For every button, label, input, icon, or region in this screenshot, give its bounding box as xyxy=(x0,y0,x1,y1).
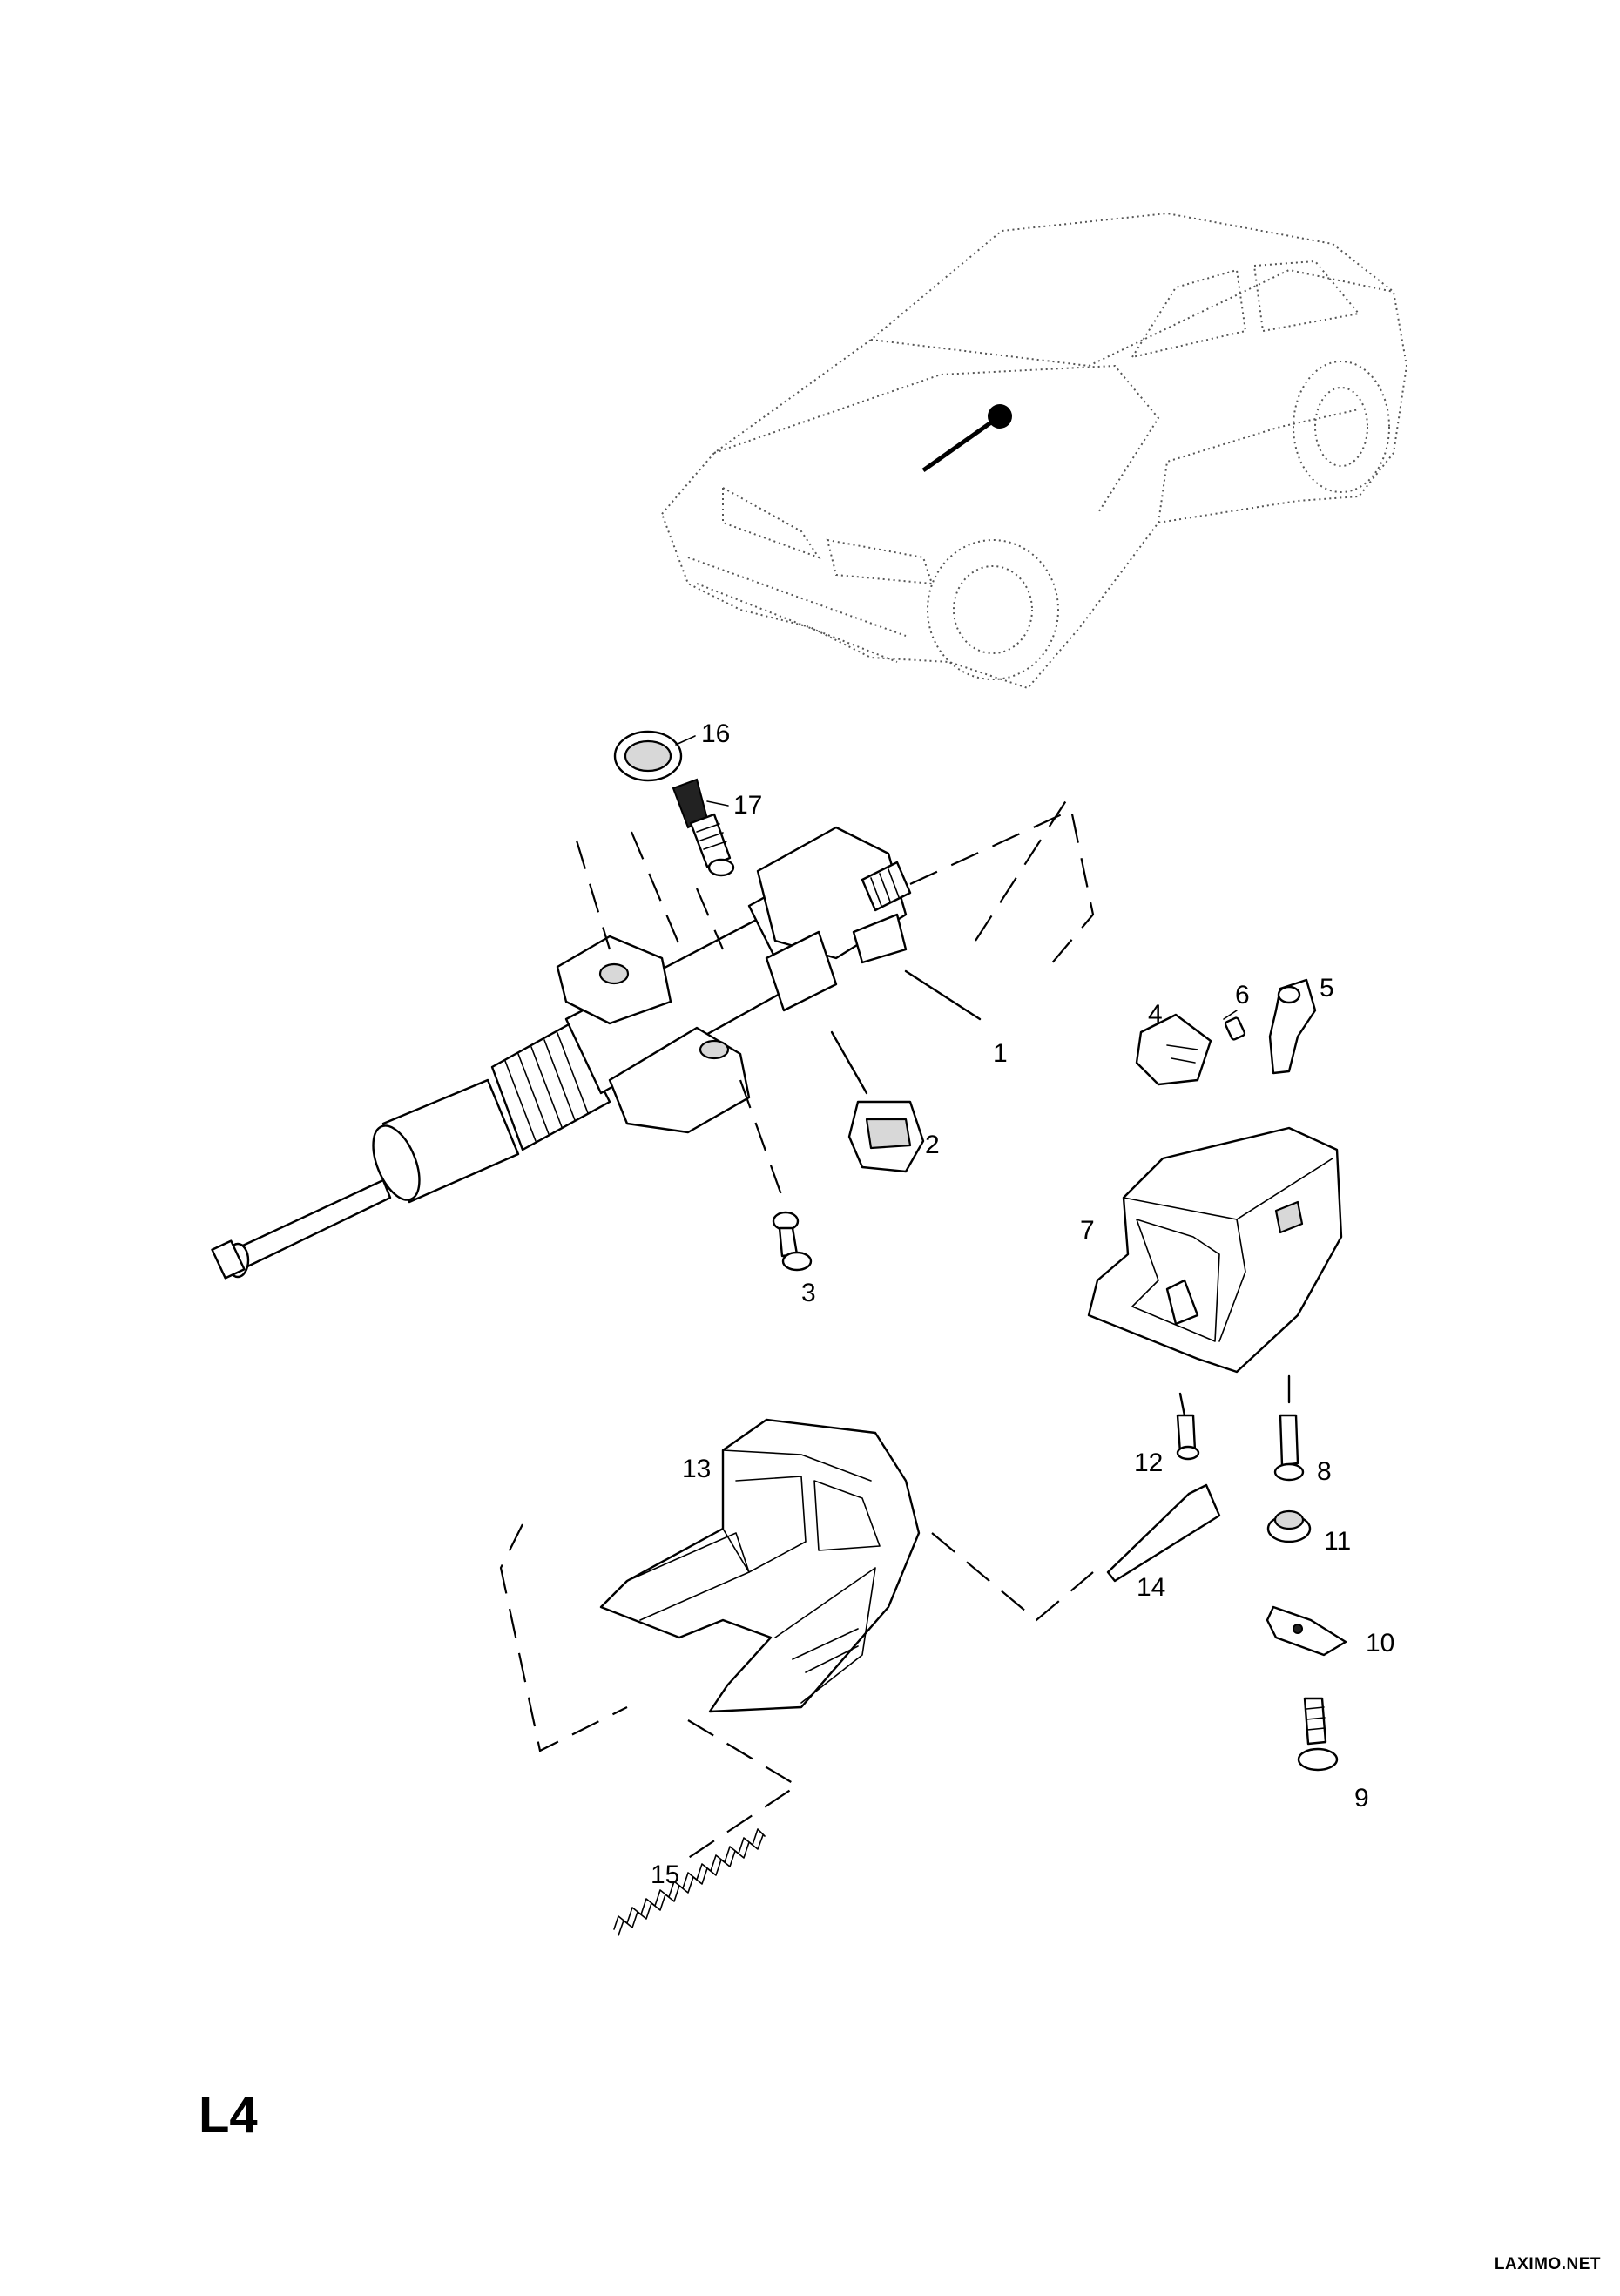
part-15-spring xyxy=(613,1828,766,1936)
part-14-pin xyxy=(1106,1483,1221,1583)
part-8-screw xyxy=(1273,1374,1305,1482)
callout-3[interactable]: 3 xyxy=(801,1279,816,1307)
callout-4[interactable]: 4 xyxy=(1148,1000,1163,1029)
page-code: L4 xyxy=(199,2087,258,2144)
callout-6[interactable]: 6 xyxy=(1235,981,1250,1010)
callout-2[interactable]: 2 xyxy=(925,1131,940,1159)
watermark: LAXIMO.NET xyxy=(1494,2255,1601,2273)
part-12-screw xyxy=(1176,1392,1200,1461)
vehicle-locator-illustration xyxy=(660,212,1408,690)
part-11-grommet xyxy=(1266,1509,1312,1543)
callout-5[interactable]: 5 xyxy=(1320,974,1334,1003)
callout-7[interactable]: 7 xyxy=(1080,1216,1095,1245)
callout-13[interactable]: 13 xyxy=(682,1455,712,1483)
callout-14[interactable]: 14 xyxy=(1137,1573,1166,1602)
part-2-sensor xyxy=(847,1100,925,1173)
part-3-screw xyxy=(772,1211,813,1272)
callout-10[interactable]: 10 xyxy=(1366,1629,1395,1658)
leader-lines xyxy=(675,735,1238,1020)
callout-17[interactable]: 17 xyxy=(733,791,763,820)
part-4-knob xyxy=(1135,1013,1212,1086)
assembly-lines-lower xyxy=(499,1523,1094,1865)
callout-8[interactable]: 8 xyxy=(1317,1457,1332,1486)
callout-9[interactable]: 9 xyxy=(1354,1784,1369,1813)
callout-16[interactable]: 16 xyxy=(701,719,731,748)
part-9-bolt xyxy=(1297,1697,1339,1772)
part-10-clip-nut xyxy=(1266,1605,1347,1657)
callout-1[interactable]: 1 xyxy=(993,1039,1008,1068)
part-1-steering-column xyxy=(211,826,912,1280)
part-6-pin xyxy=(1224,1016,1246,1041)
callout-11[interactable]: 11 xyxy=(1324,1527,1352,1556)
callout-15[interactable]: 15 xyxy=(651,1860,680,1889)
part-5-lever xyxy=(1268,978,1317,1075)
callout-12[interactable]: 12 xyxy=(1134,1449,1164,1477)
part-16-ring xyxy=(613,730,683,782)
part-7-upper-cover xyxy=(1087,1126,1343,1374)
part-13-lower-cover xyxy=(599,1418,921,1713)
part-17-plunger xyxy=(672,778,735,877)
assembly-lines-column xyxy=(575,792,1095,1203)
